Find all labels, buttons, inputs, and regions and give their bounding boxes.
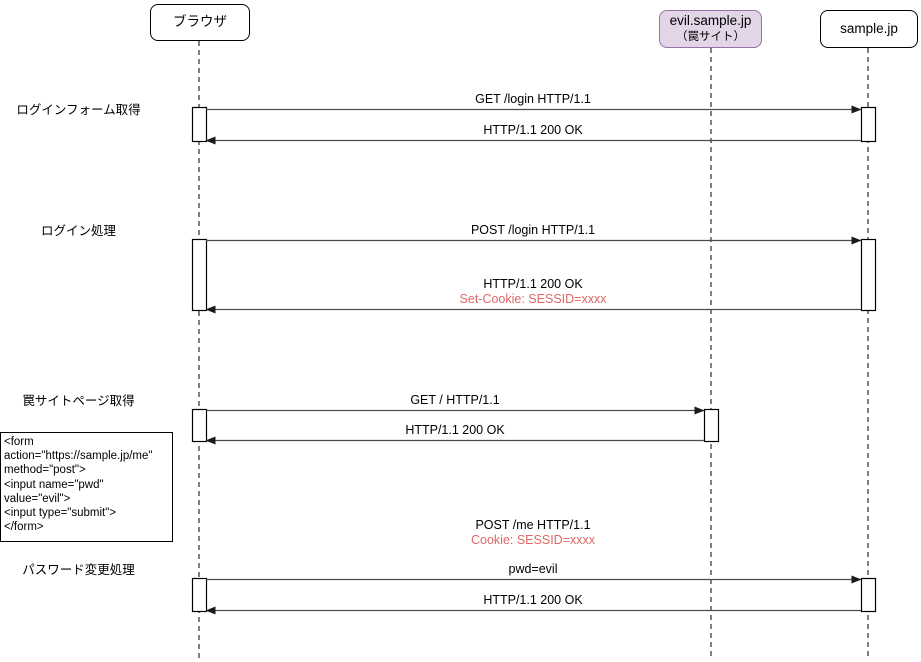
activation-bar-browser <box>191 238 208 312</box>
participant-browser[interactable]: ブラウザ <box>150 4 250 41</box>
fragment-label-1[interactable]: ログインフォーム取得 <box>0 97 173 120</box>
message-label-msg-post-login[interactable]: POST /login HTTP/1.1 <box>471 223 595 238</box>
message-label-msg-me-200[interactable]: HTTP/1.1 200 OK <box>483 593 582 608</box>
note-line: action="https://sample.jp/me" <box>4 450 153 463</box>
message-label-msg-evil-200[interactable]: HTTP/1.1 200 OK <box>405 423 504 438</box>
activation-bar-browser <box>191 577 208 613</box>
activation-bar-sample <box>860 577 877 613</box>
message-label-text: HTTP/1.1 200 OK <box>483 123 583 137</box>
activation-bar-sample <box>860 106 877 143</box>
fragment-label-4[interactable]: パスワード変更処理 <box>0 557 173 580</box>
activation-bars-group <box>191 106 877 613</box>
fragment-label-2[interactable]: ログイン処理 <box>0 218 173 241</box>
participant-title: ブラウザ <box>173 14 227 30</box>
message-label-text: HTTP/1.1 200 OK <box>483 277 583 291</box>
fragment-label-3[interactable]: 罠サイトページ取得 <box>0 388 173 411</box>
message-label-text: GET / HTTP/1.1 <box>410 393 500 407</box>
message-label-text: POST /me HTTP/1.1 <box>475 518 591 532</box>
fragment-label-text: ログインフォーム取得 <box>16 103 141 117</box>
participant-title: evil.sample.jp <box>669 13 752 29</box>
note-line: <input name="pwd" <box>4 478 104 491</box>
participant-title: sample.jp <box>840 20 898 36</box>
message-label-msg-login-200[interactable]: HTTP/1.1 200 OK <box>483 123 582 138</box>
message-label-text: HTTP/1.1 200 OK <box>405 423 505 437</box>
message-label-msg-get-evil[interactable]: GET / HTTP/1.1 <box>410 393 499 408</box>
fragment-label-text: 罠サイトページ取得 <box>22 394 135 408</box>
activation-bar-sample <box>860 238 877 312</box>
fragment-label-text: ログイン処理 <box>40 224 116 238</box>
message-arrows-group <box>205 105 862 615</box>
lifelines-group <box>198 41 869 658</box>
note-line: <form <box>4 436 34 448</box>
note-line: </form> <box>4 521 44 534</box>
message-label-text: POST /login HTTP/1.1 <box>470 223 596 237</box>
note-form-html[interactable]: <form action="https://sample.jp/me"method… <box>0 432 173 542</box>
activation-bar-browser <box>191 106 208 143</box>
message-label-text: GET /login HTTP/1.1 <box>475 92 591 106</box>
message-sublabel-text: Cookie: SESSID=xxxx <box>470 533 596 547</box>
message-label-text: HTTP/1.1 200 OK <box>483 593 583 607</box>
message-label-msg-get-login[interactable]: GET /login HTTP/1.1 <box>475 92 591 107</box>
note-line: method="post"> <box>4 464 86 477</box>
message-extra-label-text: pwd=evil <box>508 562 558 576</box>
message-extra-label-msg-post-me[interactable]: pwd=evil <box>509 562 558 577</box>
message-sublabel-text: Set-Cookie: SESSID=xxxx <box>459 292 607 306</box>
note-line: <input type="submit"> <box>4 507 117 520</box>
participant-subtitle: （罠サイト） <box>676 31 745 44</box>
participant-sample[interactable]: sample.jp <box>820 10 918 48</box>
activation-bar-browser <box>191 408 208 443</box>
note-line: value="evil"> <box>4 492 71 505</box>
fragment-label-text: パスワード変更処理 <box>22 563 135 577</box>
activation-bar-evil <box>703 408 720 443</box>
participant-evil[interactable]: evil.sample.jp （罠サイト） <box>659 10 762 48</box>
